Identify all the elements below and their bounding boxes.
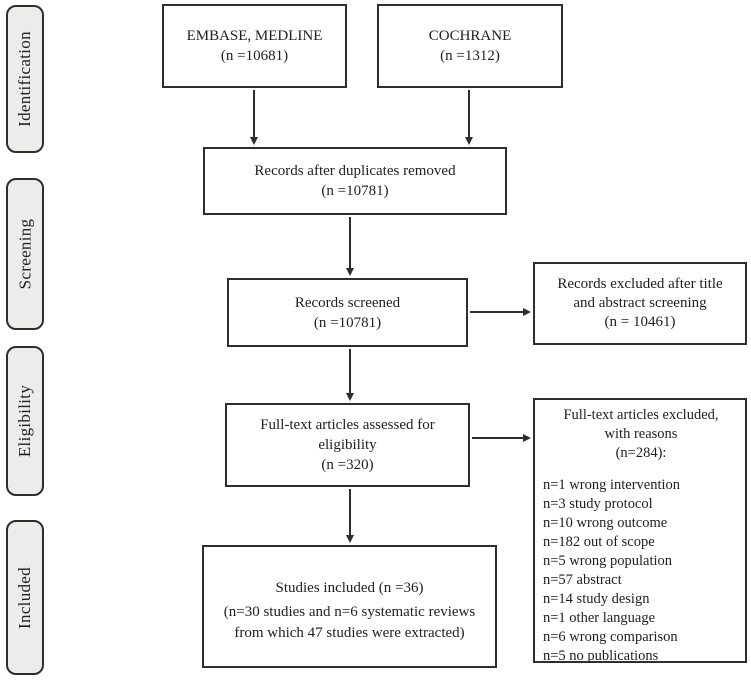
box-embase-title: EMBASE, MEDLINE <box>186 28 323 44</box>
box-ft-excluded-count: (n=284): <box>615 445 667 461</box>
exclusion-reason: n=3 study protocol <box>543 496 653 512</box>
box-embase-count: (n =10681) <box>220 48 289 64</box>
box-fulltext-excluded: Full-text articles excluded, with reason… <box>533 398 747 666</box>
exclusion-reason: n=10 wrong outcome <box>543 515 668 531</box>
box-title-excluded-count: (n = 10461) <box>604 314 676 330</box>
box-duplicates-removed: Records after duplicates removed (n =107… <box>203 147 507 215</box>
box-included-detail: (n=30 studies and n=6 systematic reviews… <box>224 602 475 644</box>
box-title-excluded-line: and abstract screening <box>573 295 707 311</box>
box-duplicates-title: Records after duplicates removed <box>254 163 456 179</box>
exclusion-reason: n=6 wrong comparison <box>543 629 678 645</box>
box-duplicates-count: (n =10781) <box>321 183 389 199</box>
box-studies-included: Studies included (n =36) (n=30 studies a… <box>202 545 497 668</box>
exclusion-reason: n=14 study design <box>543 591 650 607</box>
stage-label-text: Screening <box>15 218 34 290</box>
box-included-detail-line: from which 47 studies were extracted) <box>234 625 465 641</box>
stage-label-eligibility: Eligibility <box>6 346 44 496</box>
exclusion-reason: n=57 abstract <box>543 572 622 588</box>
box-records-screened: Records screened (n =10781) <box>227 278 468 347</box>
box-fulltext-line: Full-text articles assessed for <box>260 417 435 433</box>
box-screened-title: Records screened <box>294 294 401 311</box>
stage-label-identification: Identification <box>6 5 44 153</box>
stage-label-screening: Screening <box>6 178 44 330</box>
stage-label-text: Included <box>15 566 34 629</box>
box-fulltext-assessed: Full-text articles assessed for eligibil… <box>225 403 470 487</box>
box-fulltext-count: (n =320) <box>321 457 374 473</box>
box-title-abstract-excluded: Records excluded after title and abstrac… <box>533 262 747 345</box>
exclusion-reasons-list: n=1 wrong intervention n=3 study protoco… <box>543 476 739 666</box>
box-screened-count: (n =10781) <box>313 314 382 331</box>
box-cochrane-count: (n =1312) <box>440 48 500 64</box>
exclusion-reason: n=1 wrong intervention <box>543 477 681 493</box>
exclusion-reason: n=5 wrong population <box>543 553 672 569</box>
box-ft-excluded-header: with reasons <box>604 426 678 442</box>
stage-label-text: Eligibility <box>15 384 34 458</box>
box-fulltext-line: eligibility <box>318 437 377 453</box>
box-cochrane-title: COCHRANE <box>428 28 512 44</box>
exclusion-reason: n=1 other language <box>543 610 656 626</box>
box-embase-medline: EMBASE, MEDLINE (n =10681) <box>162 4 347 88</box>
stage-label-included: Included <box>6 520 44 675</box>
box-cochrane: COCHRANE (n =1312) <box>377 4 563 88</box>
exclusion-reason: n=182 out of scope <box>543 534 655 550</box>
exclusion-reason: n=5 no publications <box>543 648 659 664</box>
box-included-title: Studies included (n =36) <box>275 580 424 596</box>
box-included-detail-line: (n=30 studies and n=6 systematic reviews <box>223 604 476 620</box>
stage-label-text: Identification <box>15 31 34 127</box>
box-ft-excluded-header: Full-text articles excluded, <box>563 407 719 423</box>
box-title-excluded-line: Records excluded after title <box>557 276 723 292</box>
